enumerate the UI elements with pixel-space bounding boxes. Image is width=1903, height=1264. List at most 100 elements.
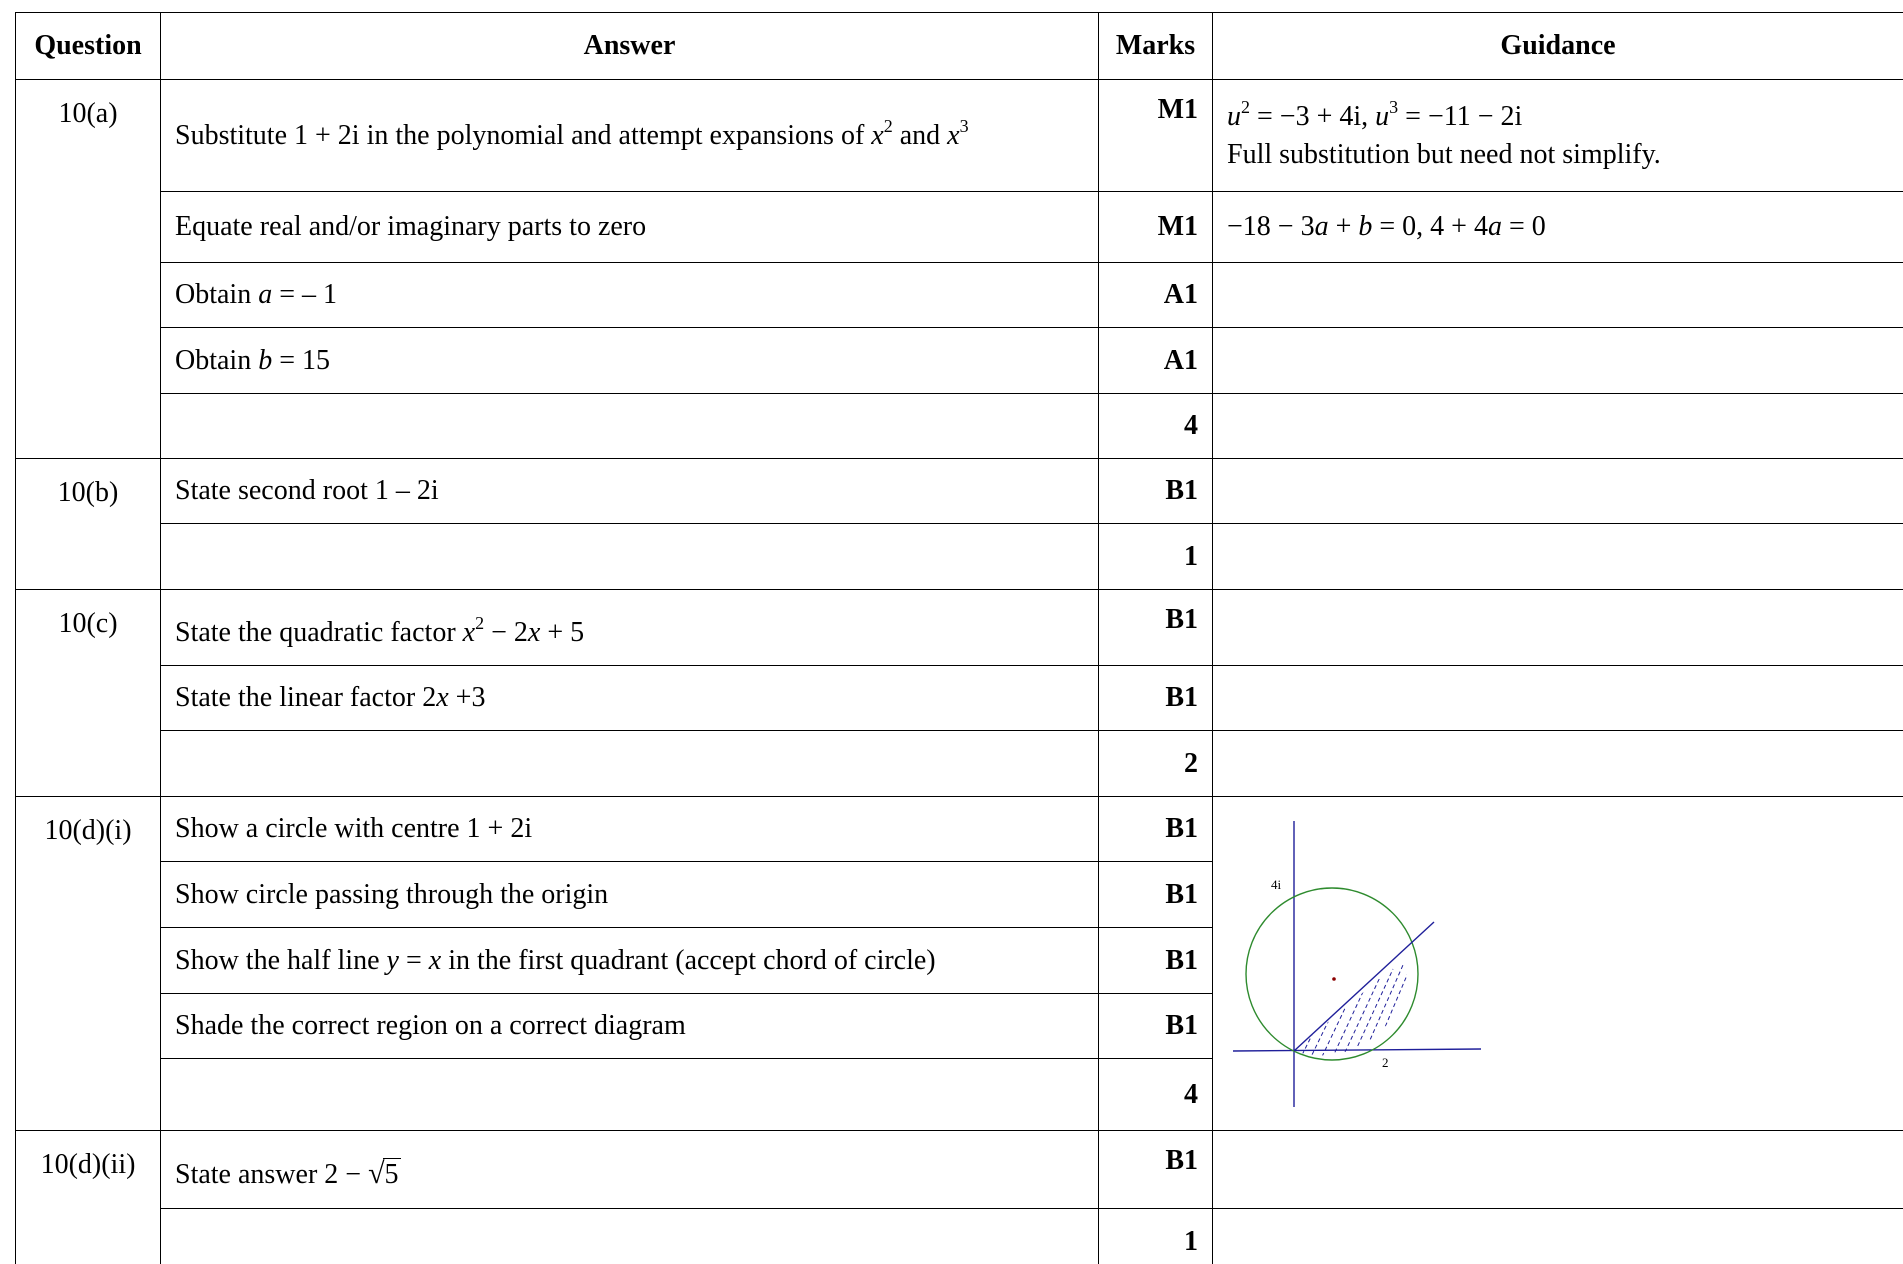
var-x: x [428, 944, 442, 976]
guidance-cell [1212, 589, 1903, 666]
answer-cell: Substitute 1 + 2i in the polynomial and … [160, 79, 1099, 192]
var-a: a [258, 279, 273, 310]
guidance-cell [1212, 1130, 1903, 1209]
table-row: 4 [16, 1058, 1903, 1131]
answer-cell [160, 730, 1099, 797]
mark-cell: B1 [1098, 927, 1213, 994]
label-4i: 4i [1271, 877, 1282, 892]
circle-centre [1332, 977, 1336, 981]
total-mark-cell: 4 [1098, 1058, 1213, 1131]
mark-cell: B1 [1098, 589, 1213, 666]
table-row: Shade the correct region on a correct di… [16, 993, 1903, 1059]
header-answer: Answer [160, 12, 1099, 80]
answer-text: in the first quadrant (accept chord of c… [441, 944, 936, 976]
exponent: 2 [883, 115, 893, 136]
guidance-cell [1212, 523, 1903, 590]
answer-text: Obtain [175, 279, 259, 310]
label-2: 2 [1382, 1055, 1389, 1070]
question-label-10b: 10(b) [15, 458, 161, 590]
var-x: x [462, 616, 476, 648]
guidance-line: u2 = −3 + 4i, u3 = −11 − 2i [1227, 98, 1903, 133]
real-axis [1232, 1048, 1482, 1052]
guidance-line: Full substitution but need not simplify. [1227, 138, 1661, 170]
answer-text: + 5 [540, 616, 585, 648]
square-root: √5 [368, 1156, 401, 1190]
answer-text: +3 [448, 682, 486, 713]
var-a: a [1487, 211, 1502, 242]
total-mark-cell: 4 [1098, 393, 1213, 459]
var-u: u [1227, 100, 1241, 132]
var-b: b [258, 344, 273, 376]
table-row: 2 [16, 730, 1903, 797]
mark-cell: M1 [1098, 79, 1213, 192]
answer-text: State the quadratic factor [175, 616, 463, 648]
mark-cell: B1 [1098, 796, 1213, 862]
mark-cell: B1 [1098, 861, 1213, 928]
mark-cell: B1 [1098, 1130, 1213, 1209]
table-row: Show the half line y = x in the first qu… [16, 927, 1903, 994]
table-row: 1 [16, 523, 1903, 590]
answer-cell: Show the half line y = x in the first qu… [160, 927, 1099, 994]
answer-text: Substitute 1 + 2i in the polynomial and … [175, 119, 872, 151]
answer-cell: Equate real and/or imaginary parts to ze… [160, 191, 1099, 263]
guidance-cell [1212, 1208, 1903, 1264]
question-label-10c: 10(c) [15, 589, 161, 797]
answer-cell: Show a circle with centre 1 + 2i [160, 796, 1099, 862]
mark-cell: A1 [1098, 262, 1213, 328]
table-row: Obtain b = 15 A1 [16, 327, 1903, 394]
guidance-cell [1212, 327, 1903, 394]
total-mark-cell: 1 [1098, 523, 1213, 590]
answer-cell [160, 1208, 1099, 1264]
answer-text: Show the half line [175, 944, 387, 976]
question-label-10di: 10(d)(i) [15, 796, 161, 1131]
table-row: Equate real and/or imaginary parts to ze… [16, 191, 1903, 263]
exponent: 3 [1389, 96, 1399, 117]
var-x: x [436, 682, 449, 713]
guidance-cell [1212, 393, 1903, 459]
var-x: x [947, 119, 960, 151]
guidance-cell: −18 − 3a + b = 0, 4 + 4a = 0 [1212, 191, 1903, 263]
guidance-cell: u2 = −3 + 4i, u3 = −11 − 2i Full substit… [1212, 79, 1903, 192]
exponent: 2 [475, 612, 485, 633]
answer-cell: Shade the correct region on a correct di… [160, 993, 1099, 1059]
answer-cell: State the linear factor 2x +3 [160, 665, 1099, 731]
answer-cell: State second root 1 – 2i [160, 458, 1099, 524]
question-label-10dii: 10(d)(ii) [15, 1130, 161, 1264]
total-mark-cell: 2 [1098, 730, 1213, 797]
question-label-10a: 10(a) [15, 79, 161, 459]
answer-text: = [398, 944, 429, 976]
guidance-cell [1212, 730, 1903, 797]
var-x: x [527, 616, 541, 648]
guidance-text: = −3 + 4i, [1250, 100, 1376, 132]
answer-text: and [892, 119, 948, 151]
guidance-text: −18 − 3 [1227, 211, 1315, 242]
mark-cell: B1 [1098, 458, 1213, 524]
answer-cell [160, 523, 1099, 590]
answer-cell [160, 393, 1099, 459]
var-u: u [1375, 100, 1390, 132]
guidance-cell [1212, 262, 1903, 328]
radicand: 5 [382, 1157, 401, 1190]
header-question: Question [15, 12, 161, 80]
half-line [1293, 921, 1435, 1052]
mark-cell: M1 [1098, 191, 1213, 263]
answer-text: = 15 [272, 344, 331, 376]
answer-cell: Obtain b = 15 [160, 327, 1099, 394]
mark-scheme-sheet: Question Answer Marks Guidance 10(a) Sub… [15, 12, 1903, 1264]
answer-text: State answer 2 − [175, 1158, 369, 1190]
table-row: 10(d)(ii) State answer 2 − √5 B1 [15, 1130, 1903, 1264]
answer-text: State the linear factor 2 [175, 682, 437, 713]
answer-cell: Obtain a = – 1 [160, 262, 1099, 328]
table-row: 10(c) State the quadratic factor x2 − 2x… [15, 589, 1903, 797]
table-row: 10(d)(i) Show a circle with centre 1 + 2… [15, 796, 1903, 1131]
guidance-cell [1212, 458, 1903, 524]
header-row: Question Answer Marks Guidance [15, 12, 1903, 80]
table-row: Show circle passing through the origin B… [16, 861, 1903, 928]
answer-cell [160, 1058, 1099, 1131]
exponent: 2 [1241, 96, 1250, 117]
mark-cell: B1 [1098, 993, 1213, 1059]
guidance-cell [1212, 665, 1903, 731]
circle [1245, 887, 1419, 1061]
table-row: 10(b) State second root 1 – 2i B1 [15, 458, 1903, 590]
answer-cell: State the quadratic factor x2 − 2x + 5 [160, 589, 1099, 666]
